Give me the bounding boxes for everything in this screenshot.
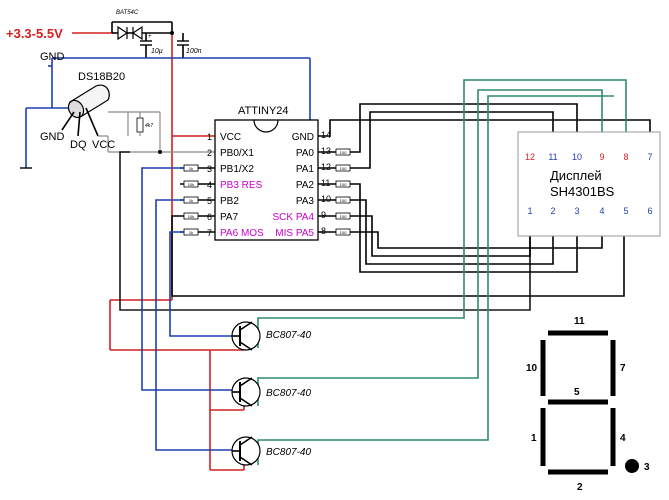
power-rail bbox=[72, 32, 245, 471]
diode-label: BAT54C bbox=[116, 10, 139, 16]
display-bottom-pins: 1 2 3 4 5 6 bbox=[527, 206, 652, 216]
mcu-right-pins: 14 GND 13 PA0 12 PA1 11 PA2 10 PA3 9 SCK PA4 8 MIS PA… bbox=[273, 130, 332, 239]
left-resistor-label: 1k bbox=[189, 198, 193, 203]
display-pin-bottom: 3 bbox=[574, 206, 579, 216]
sensor-pin-gnd: GND bbox=[40, 131, 65, 143]
mcu-pin-number-left: 5 bbox=[207, 196, 212, 206]
mcu-pin-number-right: 10 bbox=[321, 194, 331, 204]
mcu-pin-label-left: PA6 MOS bbox=[220, 228, 264, 239]
mcu-left-pins: 1 VCC 2 PB0/X1 3 PB1/X2 4 PB3 RES 5 PB2 6 PA7 7 PA6 M… bbox=[207, 132, 264, 239]
left-resistor-label: 10k bbox=[188, 182, 194, 187]
mcu-pin-number-left: 6 bbox=[207, 212, 212, 222]
transistor-3 bbox=[231, 436, 261, 466]
sensor-name: DS18B20 bbox=[78, 71, 125, 83]
cap1-label: 10µ bbox=[151, 48, 163, 55]
base-wires bbox=[141, 167, 232, 451]
display-pin-bottom: 4 bbox=[599, 206, 604, 216]
transistor-3-label: BC807-40 bbox=[266, 447, 311, 458]
ground-rail bbox=[20, 57, 318, 169]
segment-label-upper-left: 10 bbox=[526, 363, 538, 374]
mcu-pin-number-left: 2 bbox=[207, 148, 212, 158]
cap1-plus: + bbox=[148, 34, 152, 40]
display-title-line2: SH4301BS bbox=[550, 184, 615, 199]
mcu-pin-label-right: GND bbox=[292, 132, 314, 143]
mcu-pin-number-left: 4 bbox=[207, 180, 212, 190]
mcu-pin-number-right: 8 bbox=[321, 226, 326, 236]
sensor-pin-dq: DQ bbox=[70, 139, 87, 151]
decimal-point-dot bbox=[625, 459, 639, 473]
mcu-pin-label-left: PB1/X2 bbox=[220, 164, 254, 175]
diode-bat54c bbox=[111, 21, 174, 41]
mcu-pin-label-right: PA1 bbox=[296, 164, 315, 175]
mcu-pin-number-right: 14 bbox=[321, 130, 331, 140]
mcu-pin-label-right: PA0 bbox=[296, 148, 315, 159]
mcu-pin-label-right: MIS PA5 bbox=[275, 228, 314, 239]
transistor-2 bbox=[231, 377, 261, 407]
mcu-pin-label-right: SCK PA4 bbox=[273, 212, 315, 223]
mcu-pin-number-left: 1 bbox=[207, 132, 212, 142]
segment-label-lower-left: 1 bbox=[531, 433, 537, 444]
pullup-resistor bbox=[136, 112, 162, 154]
right-resistor-label: 100 bbox=[340, 166, 347, 171]
segment-label-top: 11 bbox=[574, 316, 585, 327]
mcu-pin-number-left: 7 bbox=[207, 228, 212, 238]
display-pin-bottom: 6 bbox=[647, 206, 652, 216]
display-pin-bottom: 2 bbox=[550, 206, 555, 216]
right-resistor-label: 100 bbox=[340, 150, 347, 155]
right-resistors bbox=[318, 148, 351, 236]
right-resistor-labels: 100 100 100 100 100 100 bbox=[340, 150, 347, 235]
mcu-pin-label-left: PB2 bbox=[220, 196, 239, 207]
display-pin-top: 10 bbox=[572, 152, 582, 162]
display-top-pins: 12 11 10 9 8 7 bbox=[525, 152, 653, 162]
mcu-pin-number-right: 12 bbox=[321, 162, 331, 172]
mcu-name: ATTINY24 bbox=[238, 105, 289, 117]
gnd-label-top: GND bbox=[40, 51, 65, 63]
right-resistor-label: 100 bbox=[340, 214, 347, 219]
segment-label-middle: 5 bbox=[574, 387, 580, 398]
capacitors bbox=[140, 33, 189, 58]
mcu-pin-label-right: PA2 bbox=[296, 180, 315, 191]
segment-label-upper-right: 7 bbox=[620, 363, 626, 374]
display-title-line1: Дисплей bbox=[550, 168, 602, 183]
left-resistor-label: 1k bbox=[189, 230, 193, 235]
transistor-1 bbox=[231, 321, 261, 351]
left-resistor-labels: 1k 10k 1k 10k 1k bbox=[188, 166, 194, 235]
segment-label-bottom: 2 bbox=[577, 482, 583, 493]
display-pin-top: 9 bbox=[599, 152, 604, 162]
mcu-pin-number-right: 11 bbox=[321, 178, 330, 188]
mcu-pin-number-right: 13 bbox=[321, 146, 331, 156]
display-module bbox=[517, 131, 661, 237]
segment-label-dot: 3 bbox=[644, 462, 650, 473]
segment-label-lower-right: 4 bbox=[620, 433, 626, 444]
mcu-pin-number-left: 3 bbox=[207, 164, 212, 174]
transistor-2-label: BC807-40 bbox=[266, 388, 311, 399]
mcu-pin-label-right: PA3 bbox=[296, 196, 315, 207]
left-resistor-label: 10k bbox=[188, 214, 194, 219]
left-resistor-label: 1k bbox=[189, 166, 193, 171]
cap2-label: 100n bbox=[186, 48, 202, 55]
display-pin-bottom: 1 bbox=[527, 206, 532, 216]
sensor-pin-vcc: VCC bbox=[92, 139, 115, 151]
display-pin-top: 12 bbox=[525, 152, 535, 162]
mcu-pin-label-left: PA7 bbox=[220, 212, 239, 223]
display-bus-wires bbox=[119, 103, 651, 311]
attiny24-chip bbox=[214, 119, 319, 241]
transistor-1-label: BC807-40 bbox=[266, 330, 311, 341]
mcu-pin-label-left: VCC bbox=[220, 132, 241, 143]
right-resistor-label: 100 bbox=[340, 198, 347, 203]
mcu-pin-label-left: PB0/X1 bbox=[220, 148, 254, 159]
display-pin-top: 7 bbox=[647, 152, 652, 162]
pullup-label: 4k7 bbox=[145, 123, 153, 129]
supply-label: +3.3-5.5V bbox=[6, 26, 63, 41]
right-resistor-label: 100 bbox=[340, 230, 347, 235]
mcu-pin-label-left: PB3 RES bbox=[220, 180, 263, 191]
display-pin-bottom: 5 bbox=[623, 206, 628, 216]
seven-segment-diagram bbox=[540, 330, 639, 475]
display-pin-top: 8 bbox=[623, 152, 628, 162]
mcu-pin-number-right: 9 bbox=[321, 210, 326, 220]
display-pin-top: 11 bbox=[548, 152, 557, 162]
right-resistor-label: 100 bbox=[340, 182, 347, 187]
